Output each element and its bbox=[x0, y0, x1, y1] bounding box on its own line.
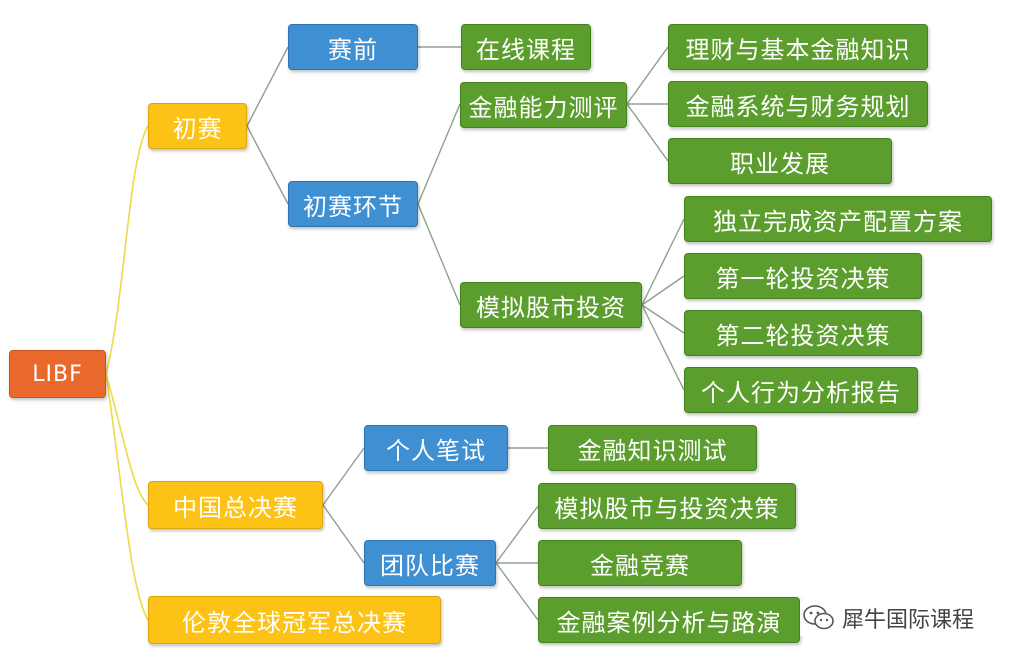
node-team-item-3: 金融案例分析与路演 bbox=[538, 597, 800, 643]
node-fin-knowledge-test: 金融知识测试 bbox=[548, 425, 757, 471]
node-sim-stock: 模拟股市投资 bbox=[460, 282, 642, 328]
root-node: LIBF bbox=[9, 350, 106, 398]
stage-china-final: 中国总决赛 bbox=[148, 481, 323, 529]
stage-london-final: 伦敦全球冠军总决赛 bbox=[148, 596, 441, 644]
node-sim-item-4: 个人行为分析报告 bbox=[684, 367, 918, 413]
node-sim-item-1: 独立完成资产配置方案 bbox=[684, 196, 992, 242]
node-team-item-2: 金融竞赛 bbox=[538, 540, 742, 586]
node-fintest-item-1: 理财与基本金融知识 bbox=[668, 24, 928, 70]
edge-sim-3 bbox=[641, 304, 685, 334]
edge-root-london-final bbox=[105, 373, 149, 621]
edge-sim-2 bbox=[641, 275, 685, 306]
watermark: 犀牛国际课程 bbox=[800, 600, 981, 636]
branch-team-contest: 团队比赛 bbox=[364, 540, 496, 586]
node-team-item-1: 模拟股市与投资决策 bbox=[538, 483, 796, 529]
stage-preliminary: 初赛 bbox=[148, 103, 247, 149]
node-fin-ability-test: 金融能力测评 bbox=[460, 82, 627, 128]
node-fintest-item-3: 职业发展 bbox=[668, 138, 892, 184]
edge-root-preliminary bbox=[105, 125, 149, 375]
edge-preliminary-rounds bbox=[246, 125, 289, 205]
edge-team-3 bbox=[495, 562, 539, 621]
edge-fintest-3 bbox=[626, 103, 669, 162]
node-sim-item-2: 第一轮投资决策 bbox=[684, 253, 922, 299]
edge-rounds-sim bbox=[417, 203, 461, 306]
node-online-course: 在线课程 bbox=[461, 24, 591, 70]
edge-fintest-1 bbox=[626, 46, 669, 105]
edge-preliminary-pre bbox=[246, 46, 289, 127]
node-fintest-item-2: 金融系统与财务规划 bbox=[668, 81, 928, 127]
edge-sim-4 bbox=[641, 304, 685, 391]
wechat-icon bbox=[803, 605, 834, 630]
branch-rounds: 初赛环节 bbox=[288, 181, 418, 227]
edge-root-china-final bbox=[105, 373, 149, 506]
edge-china-team bbox=[322, 504, 365, 564]
branch-pre: 赛前 bbox=[288, 24, 418, 70]
edge-team-1 bbox=[495, 505, 539, 564]
node-sim-item-3: 第二轮投资决策 bbox=[684, 310, 922, 356]
edge-china-written bbox=[322, 447, 365, 506]
watermark-text: 犀牛国际课程 bbox=[842, 608, 975, 633]
branch-written-exam: 个人笔试 bbox=[364, 425, 508, 471]
edge-sim-1 bbox=[641, 218, 685, 306]
edge-rounds-fintest bbox=[417, 103, 461, 205]
